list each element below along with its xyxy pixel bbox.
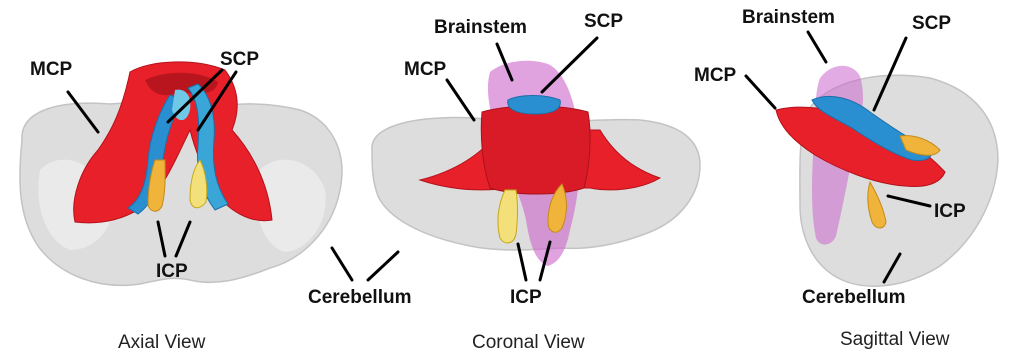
coronal-mcp-center: [481, 106, 590, 194]
sagittal-mcp-label: MCP: [694, 66, 736, 85]
sagittal-view-caption: Sagittal View: [840, 330, 950, 349]
sagittal-brainstem-label: Brainstem: [742, 8, 835, 27]
coronal-view-caption: Coronal View: [472, 333, 585, 352]
coronal-icp-label: ICP: [510, 288, 542, 307]
axial-view-caption: Axial View: [118, 333, 205, 352]
sagittal-view-render: [776, 66, 998, 286]
sagittal-scp-label: SCP: [912, 14, 951, 33]
axial-scp-label: SCP: [220, 50, 259, 69]
axial-view-render: [20, 62, 342, 285]
coronal-view-render: [372, 61, 700, 266]
sagittal-icp-label: ICP: [934, 202, 966, 221]
cerebellum-label-left: Cerebellum: [308, 288, 411, 307]
coronal-scp: [508, 96, 561, 115]
coronal-brainstem-label: Brainstem: [434, 18, 527, 37]
sagittal-cerebellum-label: Cerebellum: [802, 288, 905, 307]
axial-icp-label: ICP: [156, 262, 188, 281]
coronal-scp-label: SCP: [584, 12, 623, 31]
coronal-mcp-label: MCP: [404, 60, 446, 79]
axial-mcp-label: MCP: [30, 60, 72, 79]
